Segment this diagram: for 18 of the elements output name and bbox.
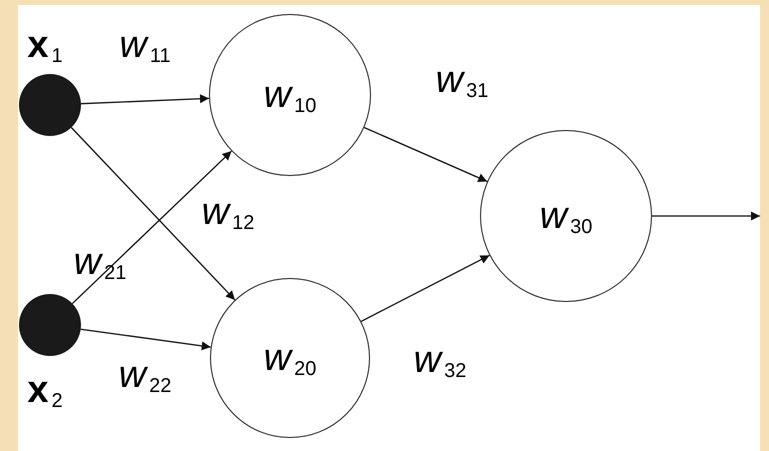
edge-label: w$_{21}$ xyxy=(74,243,126,281)
arrow xyxy=(72,150,232,304)
input-label: x$_{2}$ xyxy=(27,371,63,409)
node-label: w$_{30}$ xyxy=(540,197,592,235)
node-label: w$_{10}$ xyxy=(264,76,316,114)
input-label: x$_{1}$ xyxy=(27,26,63,64)
arrow xyxy=(364,126,488,182)
arrow xyxy=(80,94,210,104)
arrow xyxy=(80,328,211,350)
edge-label: w$_{12}$ xyxy=(202,193,254,231)
arrow xyxy=(360,254,490,322)
arrow xyxy=(652,211,760,221)
node-label: w$_{20}$ xyxy=(264,339,316,377)
edge-label: w$_{32}$ xyxy=(414,341,466,379)
arrow xyxy=(70,127,236,300)
edge-label: w$_{22}$ xyxy=(118,356,172,394)
edge-label: w$_{31}$ xyxy=(436,61,488,99)
edge-label: w$_{11}$ xyxy=(119,26,171,64)
